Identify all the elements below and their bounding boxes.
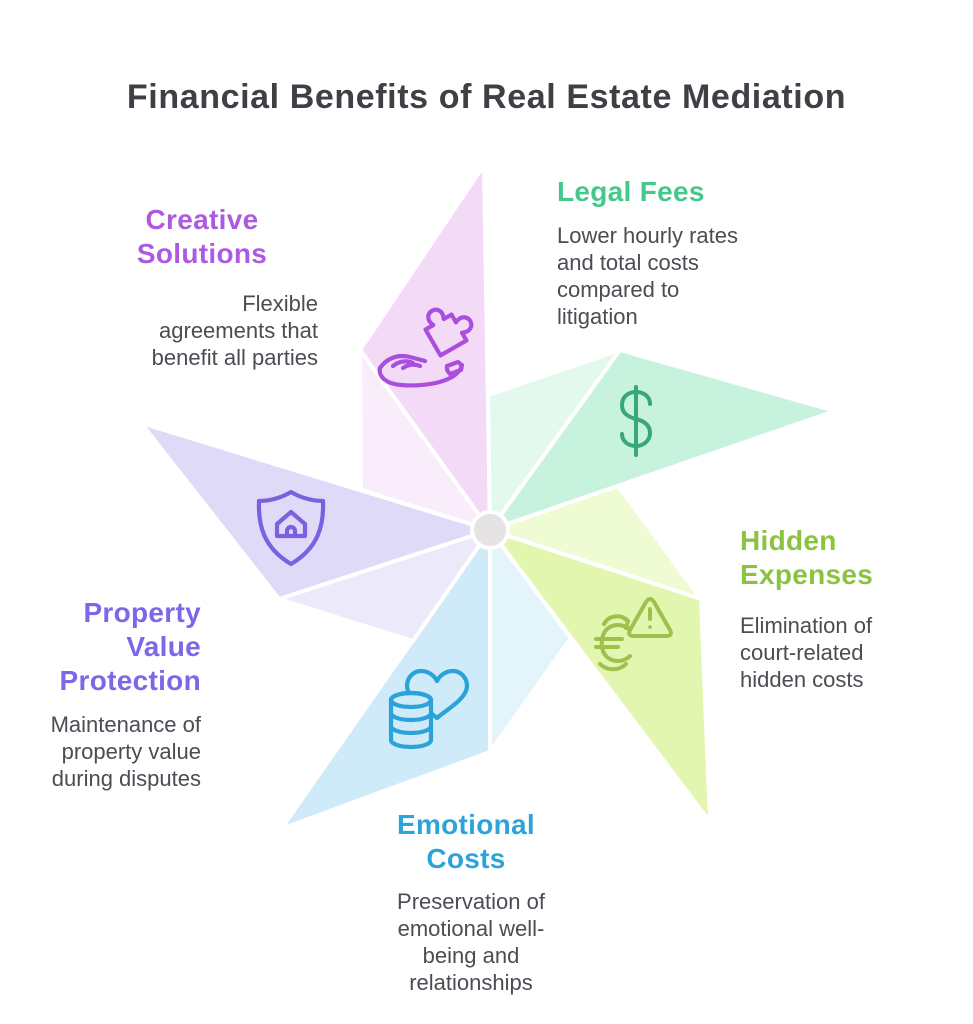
section-title-legal-fees: Legal Fees xyxy=(557,176,705,207)
section-title-creative-solutions: Creative Solutions xyxy=(136,204,268,269)
section-description-property-value-protection: Maintenance of property value during dis… xyxy=(50,712,201,791)
hand-puzzle-icon xyxy=(377,307,474,388)
section-title-hidden-expenses: Hidden Expenses xyxy=(740,525,874,590)
petal-creative-solutions-main xyxy=(358,163,492,532)
dollar-sign-icon xyxy=(619,385,653,457)
pinwheel-center-hub xyxy=(470,510,510,550)
shield-home-icon xyxy=(256,489,326,567)
heart-coins-icon xyxy=(388,668,470,750)
petal-property-value-main xyxy=(139,421,492,601)
page-title: Financial Benefits of Real Estate Mediat… xyxy=(126,78,847,116)
petal-legal-fees-main xyxy=(488,348,837,532)
section-title-property-value-protection: Property Value Protection xyxy=(59,597,201,696)
section-description-emotional-costs: Preservation of emotional well- being an… xyxy=(397,889,545,995)
section-description-hidden-expenses: Elimination of court-related hidden cost… xyxy=(740,613,873,692)
section-title-emotional-costs: Emotional Costs xyxy=(396,809,536,874)
euro-warning-icon xyxy=(594,597,673,672)
pinwheel-petals xyxy=(139,163,837,831)
section-description-creative-solutions: Flexible agreements that benefit all par… xyxy=(151,291,318,370)
section-description-legal-fees: Lower hourly rates and total costs compa… xyxy=(557,223,738,329)
